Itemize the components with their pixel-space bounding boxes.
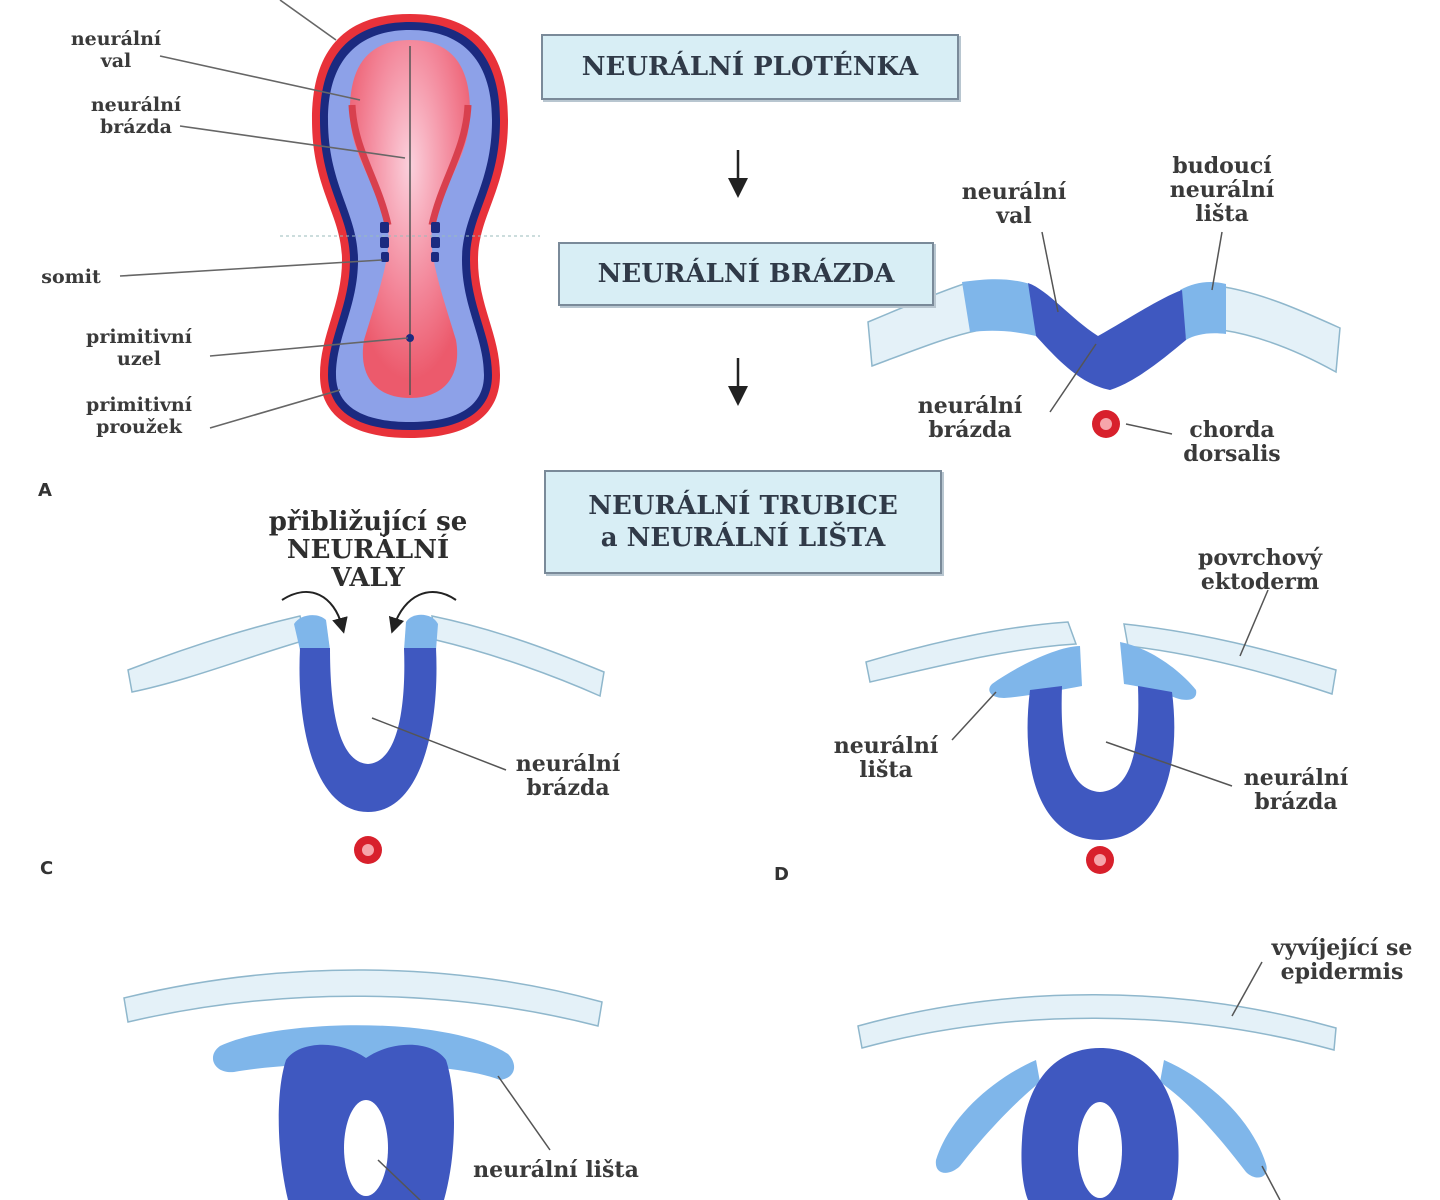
label-f-epidermis: vyvíjející se epidermis: [1271, 935, 1413, 985]
panel-label-a: A: [38, 480, 52, 501]
epidermis-e: [123, 969, 603, 1027]
neural-groove-d: [1027, 686, 1175, 840]
leader-neural-groove: [179, 125, 406, 159]
surface-ectoderm-c-right: [431, 615, 605, 698]
label-b-future-crest: budoucí neurální lišta: [1169, 153, 1275, 227]
leader-d-surface: [1239, 589, 1269, 657]
label-a-somite: somit: [41, 266, 101, 288]
leader-c-groove: [371, 717, 507, 771]
somite-right: [431, 252, 439, 262]
somite-left: [380, 222, 389, 233]
label-b-neural-fold: neurální val: [961, 179, 1067, 229]
label-b-neural-groove: neurální brázda: [917, 393, 1023, 443]
panel-a-leader-lines: [119, 0, 409, 429]
somite-left: [381, 252, 389, 262]
label-d-surface-ectoderm: povrchový ektoderm: [1197, 545, 1323, 595]
panel-label-d: D: [774, 864, 789, 885]
notochord-c-core: [362, 844, 374, 856]
leader-b-notochord: [1125, 423, 1173, 435]
somite-right: [431, 222, 440, 233]
leader-somite: [119, 259, 383, 277]
notochord-b-core: [1100, 418, 1112, 430]
panel-label-c: C: [40, 858, 54, 879]
notochord-d-core: [1094, 854, 1106, 866]
neural-canal-f: [1078, 1102, 1122, 1198]
leader-d-groove: [1105, 741, 1233, 787]
leader-f-epidermis: [1231, 961, 1263, 1017]
label-a-neural-fold: neurální val: [70, 28, 162, 72]
epidermis-f: [857, 994, 1337, 1051]
neural-canal-e: [344, 1100, 388, 1196]
leader-e-crest: [497, 1075, 551, 1151]
label-a-primitive-node: primitivní uzel: [86, 326, 192, 370]
leader-b-fold: [1041, 231, 1059, 313]
surface-ectoderm-c-left: [127, 615, 307, 693]
stage-box-neural-groove: NEURÁLNÍ BRÁZDA: [558, 242, 934, 306]
arrow-fold-left: [281, 591, 348, 634]
label-c-approaching-folds: přibližující se NEURÁLNÍ VALY: [268, 507, 468, 593]
closing-tube-section: [865, 589, 1337, 874]
crest-c-right: [404, 614, 438, 650]
surface-ectoderm-d-right: [1123, 623, 1337, 695]
neural-groove-section: [867, 231, 1341, 438]
neural-groove-c: [299, 648, 437, 812]
neural-fold-right: [428, 104, 472, 226]
neural-fold-left: [348, 104, 392, 226]
neural-plate-b: [1028, 283, 1186, 390]
somite-left: [380, 237, 389, 248]
leader-top: [279, 0, 337, 41]
arrow-fold-right: [388, 591, 457, 634]
leader-primitive-node: [209, 337, 409, 357]
leader-neural-fold: [159, 55, 361, 101]
label-a-neural-groove: neurální brázda: [90, 94, 182, 138]
somite-pairs: [380, 222, 440, 262]
crest-c-left: [294, 615, 330, 650]
stage-box-neural-tube: NEURÁLNÍ TRUBICE a NEURÁLNÍ LIŠTA: [544, 470, 942, 574]
leader-b-groove: [1049, 343, 1097, 413]
label-d-neural-groove: neurální brázda: [1243, 765, 1349, 815]
crest-d-left: [989, 646, 1082, 698]
leader-f-crest: [1261, 1165, 1281, 1200]
label-e-neural-crest: neurální lišta: [473, 1157, 639, 1183]
surface-ectoderm-b-right: [1217, 285, 1341, 374]
neural-tube-section-e: [123, 969, 603, 1200]
approaching-folds-section: [127, 591, 605, 864]
crest-f-right: [1160, 1060, 1267, 1178]
label-c-neural-groove: neurální brázda: [515, 751, 621, 801]
label-d-neural-crest: neurální lišta: [833, 733, 939, 783]
primitive-node: [406, 334, 414, 342]
crest-f-left: [935, 1060, 1040, 1173]
neural-tube-section-f: [857, 961, 1337, 1200]
leader-d-crest: [951, 691, 997, 741]
leader-primitive-streak: [209, 389, 341, 429]
somite-right: [431, 237, 440, 248]
surface-ectoderm-d-left: [865, 621, 1078, 683]
crest-d-right: [1120, 642, 1197, 700]
future-crest-right: [1180, 282, 1226, 340]
future-crest-left: [962, 279, 1036, 336]
leader-b-crest: [1211, 231, 1223, 291]
label-a-primitive-streak: primitivní proužek: [86, 394, 192, 438]
stage-box-neural-plate: NEURÁLNÍ PLOTÉNKA: [541, 34, 959, 100]
label-b-notochord: chorda dorsalis: [1183, 417, 1281, 467]
embryo-dorsal-view: [280, 14, 540, 438]
leader-e-tube: [377, 1159, 421, 1200]
